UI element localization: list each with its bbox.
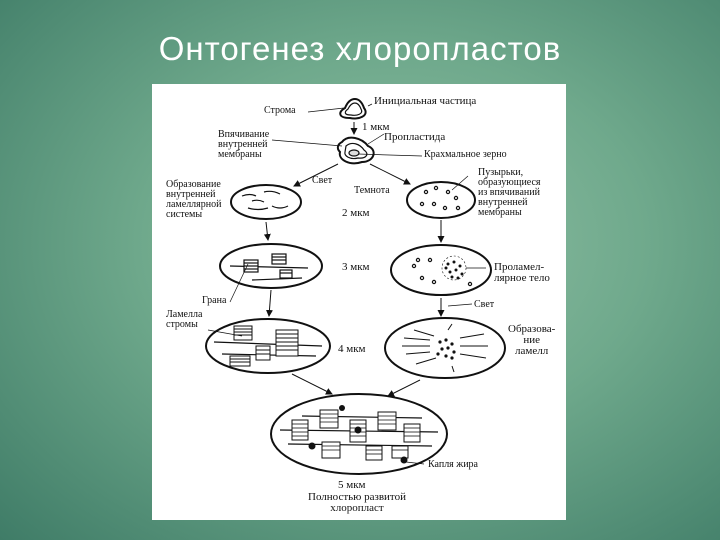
label-fat-droplet: Капля жира bbox=[428, 460, 478, 470]
initial-particle-shape bbox=[340, 99, 365, 119]
label-size-3: 3 мкм bbox=[342, 262, 370, 273]
label-lamellar-formation: Образование внутренней ламеллярной систе… bbox=[166, 180, 221, 220]
label-initial-particle: Инициальная частица bbox=[374, 96, 476, 107]
label-prolamellar-body: Проламел- лярное тело bbox=[494, 262, 550, 284]
label-size-2: 2 мкм bbox=[342, 208, 370, 219]
plastid-light-2um bbox=[231, 185, 301, 219]
label-stroma: Строма bbox=[264, 106, 296, 116]
plastid-lamellae-formation bbox=[385, 318, 505, 378]
label-stroma-lamella: Ламелла стромы bbox=[166, 310, 202, 330]
label-darkness: Темнота bbox=[354, 186, 390, 196]
slide-title: Онтогенез хлоропластов bbox=[0, 30, 720, 68]
label-grana: Грана bbox=[202, 296, 226, 306]
chloroplast-ontogenesis-diagram: Строма Инициальная частица 1 мкм Впячива… bbox=[152, 84, 566, 520]
label-vesicles: Пузырьки, образующиеся из впячиваний вну… bbox=[478, 168, 541, 218]
proplastid-shape bbox=[338, 138, 374, 164]
plastid-light-3um bbox=[220, 244, 322, 288]
figure-caption: Полностью развитой хлоропласт bbox=[282, 492, 432, 514]
plastid-dark-3um bbox=[391, 245, 491, 295]
label-starch-grain: Крахмальное зерно bbox=[424, 150, 507, 160]
label-invagination: Впячивание внутренней мембраны bbox=[218, 130, 269, 160]
label-size-5: 5 мкм bbox=[338, 480, 366, 491]
plastid-light-4um bbox=[206, 319, 330, 373]
label-lamellae-formation: Образова- ние ламелл bbox=[508, 324, 555, 357]
plastid-dark-2um bbox=[407, 182, 475, 218]
label-size-4: 4 мкм bbox=[338, 344, 366, 355]
label-light-1: Свет bbox=[312, 176, 332, 186]
label-light-2: Свет bbox=[474, 300, 494, 310]
mature-chloroplast bbox=[271, 394, 447, 474]
label-proplastid: Пропластида bbox=[384, 132, 445, 143]
